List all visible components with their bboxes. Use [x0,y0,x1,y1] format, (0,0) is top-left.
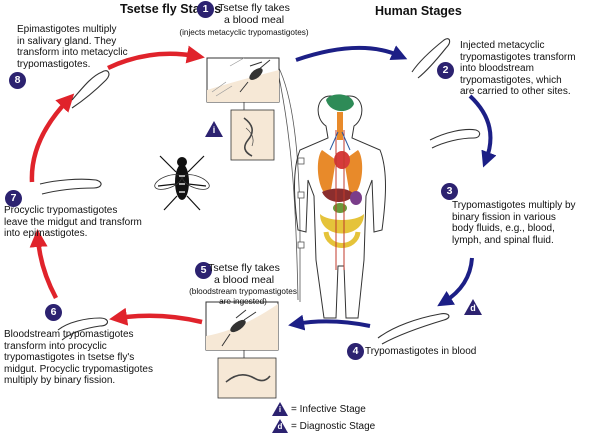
stage-2-badge: 2 [437,62,454,79]
legend-infective-letter: i [278,405,282,414]
stage-8-badge: 8 [9,72,26,89]
human-organs [317,94,364,270]
legend-diagnostic-label: = Diagnostic Stage [291,421,376,432]
arrow-5-to-6 [109,307,203,326]
parasite-stage-8 [71,70,110,109]
arrow-7-to-8 [29,93,75,183]
infective-stage-marker [205,121,223,137]
diagnostic-stage-marker [464,299,482,315]
infective-marker-letter: i [212,125,216,135]
stage-6-badge: 6 [45,304,62,321]
diagnostic-marker-letter: d [470,303,476,313]
stage-5-title: Tsetse fly takes a blood meal [208,262,280,286]
parasite-stage-4 [377,313,450,345]
stage-1-note: (injects metacyclic trypomastigotes) [179,28,309,37]
arrow-3-to-4 [437,257,474,307]
tsetse-stages-header: Tsetse fly Stages [120,2,222,16]
stage-6-text: Bloodstream trypomastigotes transform in… [4,329,153,386]
parasite-stage-3 [429,128,481,149]
legend-infective-icon [272,402,288,416]
stage-5-badge: 5 [195,262,212,279]
connector-box-low [297,241,305,249]
stage-5-note: (bloodstream trypomastigotes are ingeste… [189,287,297,306]
stage-2-text: Injected metacyclic trypomastigotes tran… [460,40,576,97]
tsetse-fly-icon [154,155,210,211]
stage-4-text: Trypomastigotes in blood [365,346,477,357]
blue-arrows [288,45,497,331]
arrow-8-to-1 [107,45,205,71]
arrow-1-to-2 [295,45,408,62]
arrow-6-to-7 [29,229,58,300]
stage-7-badge: 7 [5,190,22,207]
stage-4-badge: 4 [347,343,364,360]
legend-diagnostic-letter: d [277,422,283,431]
stage-8-text: Epimastigotes multiply in salivary gland… [17,24,128,70]
parasite-stage-7 [39,178,102,195]
red-arrows [29,45,205,326]
connector-box-mid [297,191,305,199]
parasite-stage-2 [411,38,451,79]
human-stages-header: Human Stages [375,4,462,18]
parasite-stage-6 [57,317,109,341]
arrow-2-to-3 [468,94,497,168]
stage-3-badge: 3 [441,183,458,200]
feeding-panel-5 [205,301,279,399]
legend-infective-label: = Infective Stage [291,404,366,415]
parasite-drawings [39,38,481,345]
stage-3-text: Trypomastigotes multiply by binary fissi… [452,200,576,246]
connector-box-top [297,157,305,165]
feeding-panel-1 [206,57,280,161]
stage-7-text: Procyclic trypomastigotes leave the midg… [4,205,142,239]
stage-1-title: Tsetse fly takes a blood meal [218,2,290,26]
stage-1-badge: 1 [197,1,214,18]
legend-diagnostic-icon [272,419,288,433]
arrow-4-to-5 [288,314,371,331]
